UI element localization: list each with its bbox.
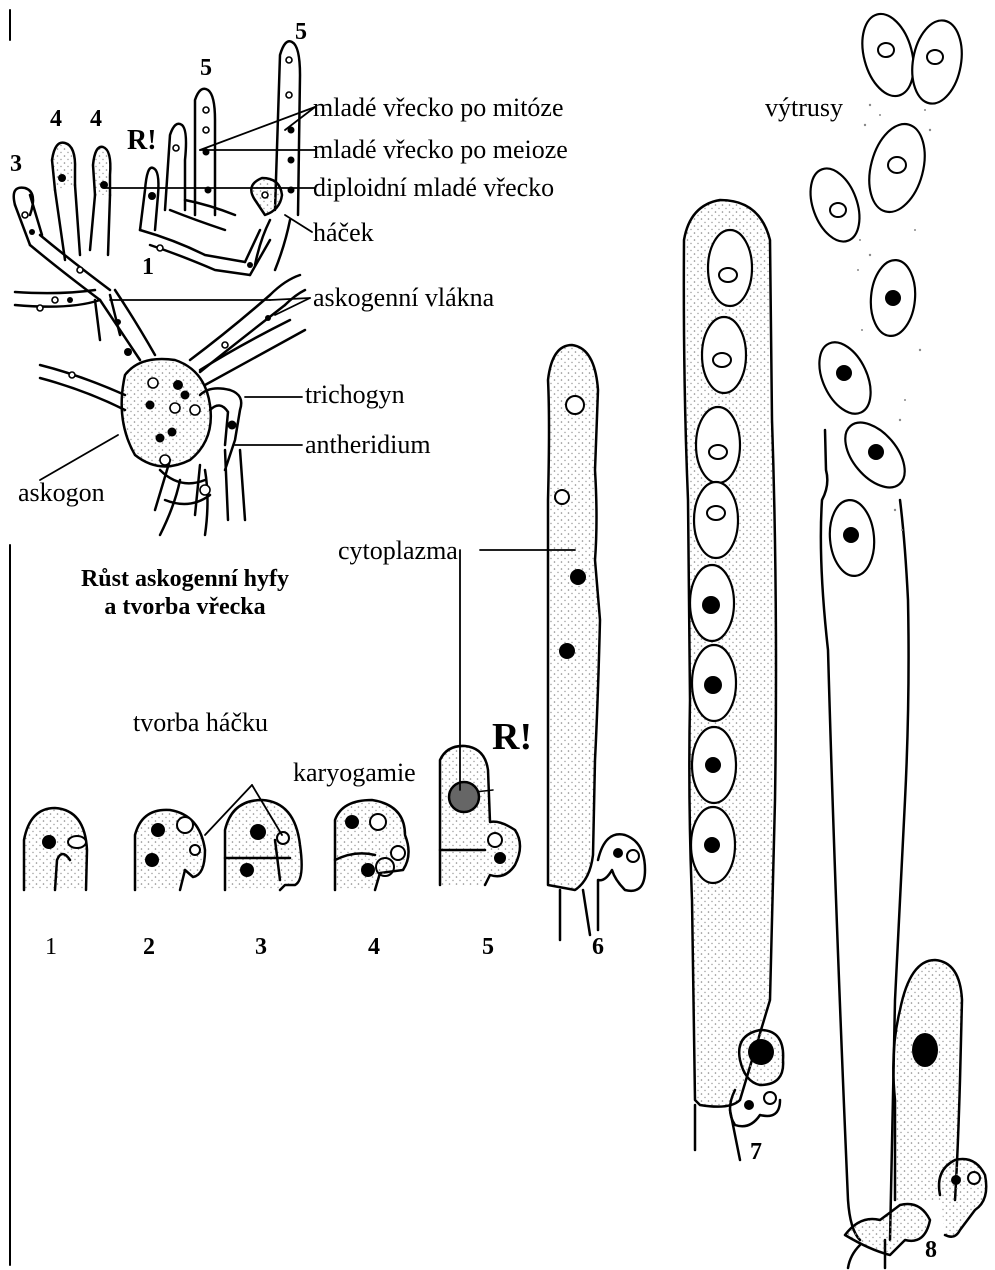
ascus-rmark: [165, 124, 186, 210]
branch-mid: [140, 230, 250, 275]
r-mark-top: R!: [127, 127, 157, 155]
branch: [15, 195, 42, 245]
stage-number: 5: [482, 935, 494, 959]
r-mark-bottom: R!: [492, 718, 532, 756]
stage-number: 7: [750, 1140, 762, 1164]
hook-stage-4: [335, 800, 409, 890]
label-karyogamy: karyogamie: [293, 760, 416, 786]
label-diploid: diploidní mladé vřecko: [313, 175, 554, 201]
label-hook-formation: tvorba háčku: [133, 710, 268, 736]
ascus-4a: [52, 143, 75, 190]
label-spores: výtrusy: [765, 95, 843, 121]
branch: [30, 235, 110, 300]
hook-stage-3: [225, 800, 302, 890]
branch-mid: [255, 220, 290, 270]
label-antheridium: antheridium: [305, 432, 431, 458]
label-mitosis: mladé vřecko po mitóze: [313, 95, 564, 121]
label-trichogyne: trichogyn: [305, 382, 405, 408]
zygote-nucleus: [449, 782, 479, 812]
branch-right: [190, 295, 285, 372]
label-ascogonium: askogon: [18, 480, 105, 506]
top-number: 3: [10, 152, 22, 176]
stage-number: 8: [925, 1238, 937, 1262]
label-cytoplasm: cytoplazma: [338, 538, 458, 564]
branch-4b: [90, 195, 110, 255]
figure-title: Růst askogenní hyfy a tvorba vřecka: [30, 566, 340, 621]
top-number: 5: [295, 20, 307, 44]
hook-stage-1: [24, 808, 87, 890]
trichogyne-inner: [210, 405, 228, 445]
left-hypha: [40, 365, 125, 410]
label-ascogenous-hyphae: askogenní vlákna: [313, 285, 494, 311]
stage-number: 1: [45, 935, 57, 959]
title-line-1: Růst askogenní hyfy: [30, 566, 340, 594]
stage-number: 4: [368, 935, 380, 959]
stage-number: 2: [143, 935, 155, 959]
label-hook: háček: [313, 220, 374, 246]
hook-stage-5: [440, 746, 520, 885]
branch-mid: [170, 200, 235, 230]
stage-number: 3: [255, 935, 267, 959]
stage-number: 6: [592, 935, 604, 959]
top-number: 5: [200, 56, 212, 80]
top-number: 1: [142, 255, 154, 279]
title-line-2: a tvorba vřecka: [30, 594, 340, 622]
top-number: 4: [50, 107, 62, 131]
branch: [95, 295, 120, 340]
top-number: 4: [90, 107, 102, 131]
label-meiosis: mladé vřecko po meioze: [313, 137, 568, 163]
